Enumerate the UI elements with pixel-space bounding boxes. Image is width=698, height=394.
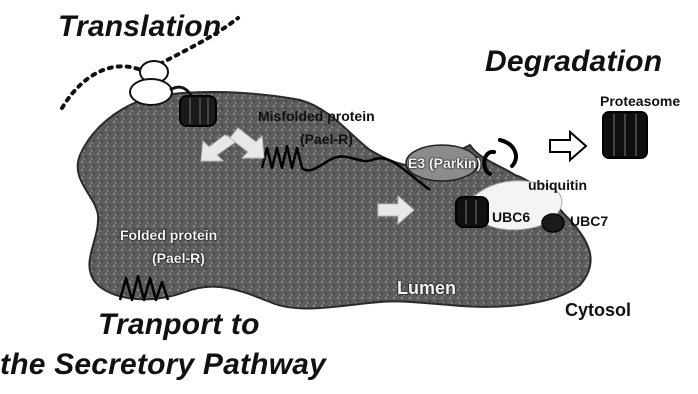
- folded-protein-sublabel: (Pael-R): [152, 250, 205, 266]
- translation-label: Translation: [58, 10, 221, 44]
- proteasome-icon: [603, 112, 647, 158]
- e3-parkin-label: E3 (Parkin): [408, 155, 481, 171]
- ubc7-shape: [542, 214, 564, 232]
- misfolded-protein-sublabel: (Pael-R): [300, 131, 353, 147]
- ubc6-barrel-icon: [456, 197, 488, 227]
- lumen-label: Lumen: [397, 278, 456, 299]
- cytosol-label: Cytosol: [565, 300, 631, 321]
- translocon-icon: [180, 96, 216, 126]
- ubc6-label: UBC6: [492, 209, 530, 225]
- transport-label-line1: Tranport to: [98, 308, 260, 342]
- ubc7-label: UBC7: [570, 213, 608, 229]
- proteasome-label: Proteasome: [600, 93, 680, 109]
- degradation-label: Degradation: [485, 45, 662, 79]
- ubiquitin-label: ubiquitin: [528, 177, 587, 193]
- folded-protein-label: Folded protein: [120, 227, 217, 243]
- misfolded-protein-label: Misfolded protein: [258, 108, 375, 124]
- transport-label-line2: the Secretory Pathway: [0, 348, 326, 382]
- arrow-icon: [550, 132, 586, 160]
